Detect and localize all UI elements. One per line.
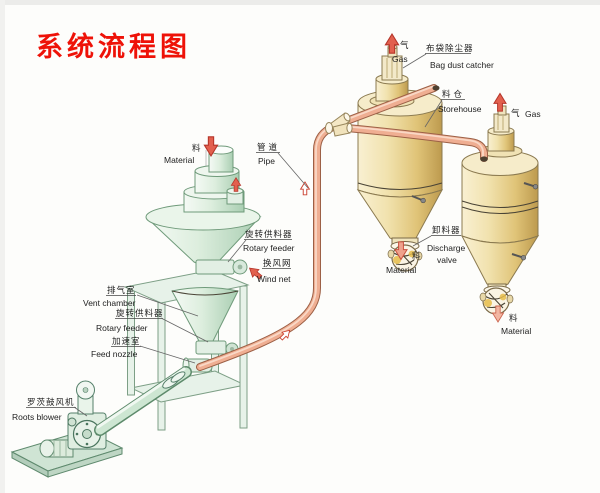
material-out-left-en: Material bbox=[386, 265, 416, 275]
roots-blower-cn: 罗茨鼓风机 bbox=[27, 397, 75, 407]
discharge-valve-left bbox=[387, 237, 423, 272]
pipe-cn: 管道 bbox=[257, 142, 280, 152]
wind-net-en: Wind net bbox=[257, 274, 291, 284]
discharge-valve-right bbox=[479, 283, 514, 315]
scan-edge-top bbox=[0, 0, 600, 5]
label-gas-left: 气 Gas bbox=[392, 40, 410, 64]
conveying-pipe bbox=[196, 84, 488, 371]
silo2-band1 bbox=[461, 200, 539, 208]
blower-discharge-pipe bbox=[94, 366, 192, 436]
label-wind-net: 换风网 Wind net bbox=[257, 258, 292, 284]
pipe-diverter-junction bbox=[325, 112, 353, 137]
label-feed-nozzle: 加速室 Feed nozzle bbox=[91, 336, 196, 364]
roots-blower-unit bbox=[10, 380, 124, 478]
bag-dust-catcher-en: Bag dust catcher bbox=[430, 60, 494, 70]
page-title: 系统流程图 bbox=[36, 32, 191, 62]
blower-motor bbox=[39, 439, 74, 458]
pipe-flange-2 bbox=[170, 371, 186, 383]
blower-base-side bbox=[47, 447, 123, 478]
label-discharge-valve: 卸料器 Discharge valve bbox=[412, 225, 466, 265]
material-out-left-cn: 料 bbox=[412, 251, 422, 261]
material-out-right-en: Material bbox=[501, 326, 531, 336]
wind-net-cn: 换风网 bbox=[263, 258, 292, 268]
vent-chamber-en: Vent chamber bbox=[83, 298, 136, 308]
frame-top-platform bbox=[123, 269, 250, 304]
roots-blower-en: Roots blower bbox=[12, 412, 62, 422]
feed-nozzle-cn: 加速室 bbox=[112, 336, 141, 346]
label-vent-chamber: 排气室 Vent chamber bbox=[83, 285, 199, 317]
label-material-out-right: 料 Material bbox=[501, 313, 531, 336]
silo2-level-sensor-upper bbox=[523, 182, 539, 190]
label-rotary-feeder-left: 旋转供料器 Rotary feeder bbox=[96, 308, 209, 343]
label-bag-dust-catcher: 布袋除尘器 Bag dust catcher bbox=[402, 43, 494, 70]
silo2-cone bbox=[460, 235, 540, 288]
storehouse-cn: 料仓 bbox=[442, 89, 465, 99]
label-roots-blower: 罗茨鼓风机 Roots blower bbox=[12, 397, 88, 422]
rotary-feeder-top-en: Rotary feeder bbox=[243, 243, 295, 253]
gas-left-en: Gas bbox=[392, 54, 408, 64]
label-gas-right: 气 Gas bbox=[511, 108, 541, 119]
bag-dust-catcher-cn: 布袋除尘器 bbox=[426, 43, 474, 53]
rotary-feeder-left-en: Rotary feeder bbox=[96, 323, 148, 333]
silo1-band bbox=[357, 182, 443, 191]
gas-right-cn: 气 bbox=[511, 108, 521, 118]
scan-edge-left bbox=[0, 0, 5, 493]
rotary-feeder-upper bbox=[195, 259, 248, 275]
material-out-right-cn: 料 bbox=[509, 313, 519, 323]
label-material-out-left: 料 Material bbox=[386, 251, 422, 275]
discharge-valve-en-1: Discharge bbox=[427, 243, 466, 253]
discharge-valve-en-2: valve bbox=[437, 255, 457, 265]
silo2-level-sensor-lower bbox=[511, 253, 527, 261]
material-in-cn: 料 bbox=[192, 143, 202, 153]
vent-chamber-cn: 排气室 bbox=[107, 285, 136, 295]
frame-post-front-right bbox=[239, 285, 248, 429]
pipe-inlet-silo2 bbox=[480, 156, 488, 162]
storehouse-silo-right bbox=[460, 105, 540, 315]
storehouse-en: Storehouse bbox=[438, 104, 482, 114]
silo1-body bbox=[357, 102, 443, 198]
vent-chamber-cone-rim bbox=[171, 290, 239, 296]
gas-right-en: Gas bbox=[525, 109, 541, 119]
label-material-in: 料 Material bbox=[164, 143, 202, 165]
pipe-en: Pipe bbox=[258, 156, 275, 166]
pipe-inlet-silo1 bbox=[432, 85, 440, 91]
silo1-level-sensor bbox=[411, 195, 426, 204]
rotary-feeder-left-cn: 旋转供料器 bbox=[116, 308, 164, 318]
label-pipe: 管道 Pipe bbox=[256, 142, 309, 189]
frame-post-back-left bbox=[157, 301, 166, 431]
silo1-cone bbox=[356, 189, 444, 242]
label-storehouse: 料仓 Storehouse bbox=[424, 89, 482, 128]
rotary-feeder-top-cn: 旋转供料器 bbox=[245, 229, 293, 239]
material-in-en: Material bbox=[164, 155, 194, 165]
feed-hopper bbox=[145, 145, 262, 275]
gas-left-cn: 气 bbox=[400, 40, 410, 50]
feed-nozzle-en: Feed nozzle bbox=[91, 349, 138, 359]
discharge-valve-cn: 卸料器 bbox=[432, 225, 461, 235]
silo2-band2 bbox=[461, 206, 539, 214]
blower-intake-filter bbox=[76, 380, 95, 415]
label-rotary-feeder-top: 旋转供料器 Rotary feeder bbox=[227, 229, 295, 263]
vent-chamber-cone bbox=[171, 287, 239, 344]
